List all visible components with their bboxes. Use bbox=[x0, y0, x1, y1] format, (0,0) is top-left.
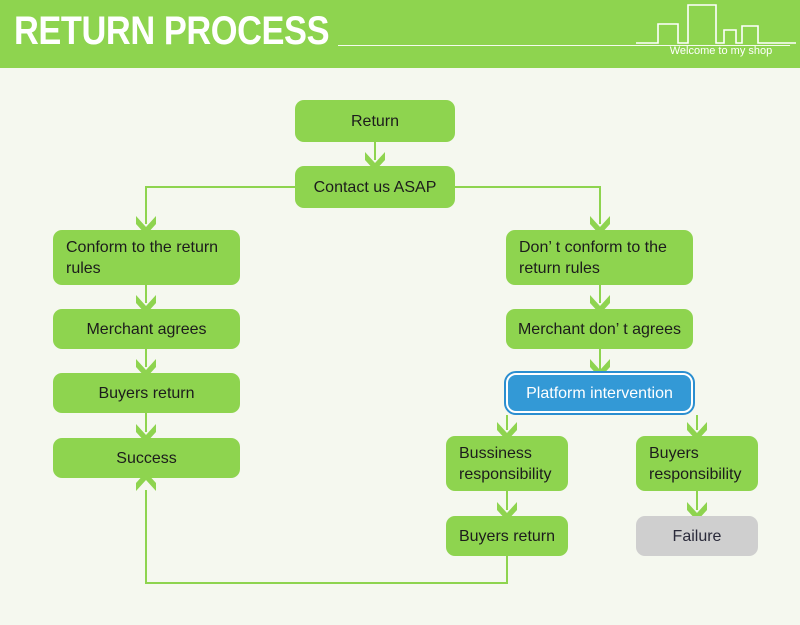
page-header: RETURN PROCESS Welcome to my shop bbox=[0, 0, 800, 68]
node-bussiness-responsibility[interactable]: Bussiness responsibility bbox=[446, 436, 568, 491]
node-label: Success bbox=[116, 449, 177, 467]
node-label: Buyers return bbox=[458, 527, 556, 545]
node-label: Merchant agrees bbox=[86, 320, 207, 338]
node-label: Bussiness responsibility bbox=[459, 444, 552, 483]
city-skyline-icon bbox=[636, 4, 796, 44]
node-label: Return bbox=[350, 112, 400, 130]
node-label: Platform intervention bbox=[526, 384, 673, 402]
header-tagline: Welcome to my shop bbox=[669, 45, 773, 57]
node-label: Conform to the return rules bbox=[66, 238, 219, 277]
node-conform-to-return-rules[interactable]: Conform to the return rules bbox=[53, 230, 240, 285]
node-label: Buyers return bbox=[98, 384, 195, 402]
node-merchant-agrees[interactable]: Merchant agrees bbox=[53, 309, 240, 349]
node-buyers-return-right[interactable]: Buyers return bbox=[446, 516, 568, 556]
node-buyers-return-left[interactable]: Buyers return bbox=[53, 373, 240, 413]
node-label: Buyers responsibility bbox=[649, 444, 742, 483]
node-return[interactable]: Return bbox=[295, 100, 455, 142]
header-divider-line bbox=[338, 45, 790, 46]
flowchart-canvas: Return Contact us ASAP Conform to the re… bbox=[0, 68, 800, 625]
node-failure[interactable]: Failure bbox=[636, 516, 758, 556]
node-label: Merchant don’ t agrees bbox=[517, 320, 682, 338]
node-label: Contact us ASAP bbox=[313, 178, 437, 196]
node-label: Failure bbox=[672, 527, 722, 545]
node-buyers-responsibility[interactable]: Buyers responsibility bbox=[636, 436, 758, 491]
node-merchant-dont-agrees[interactable]: Merchant don’ t agrees bbox=[506, 309, 693, 349]
node-success[interactable]: Success bbox=[53, 438, 240, 478]
node-platform-intervention[interactable]: Platform intervention bbox=[504, 371, 695, 415]
node-dont-conform-to-return-rules[interactable]: Don’ t conform to the return rules bbox=[506, 230, 693, 285]
node-label: Don’ t conform to the return rules bbox=[519, 238, 667, 277]
page-title: RETURN PROCESS bbox=[14, 9, 330, 53]
node-contact-us-asap[interactable]: Contact us ASAP bbox=[295, 166, 455, 208]
